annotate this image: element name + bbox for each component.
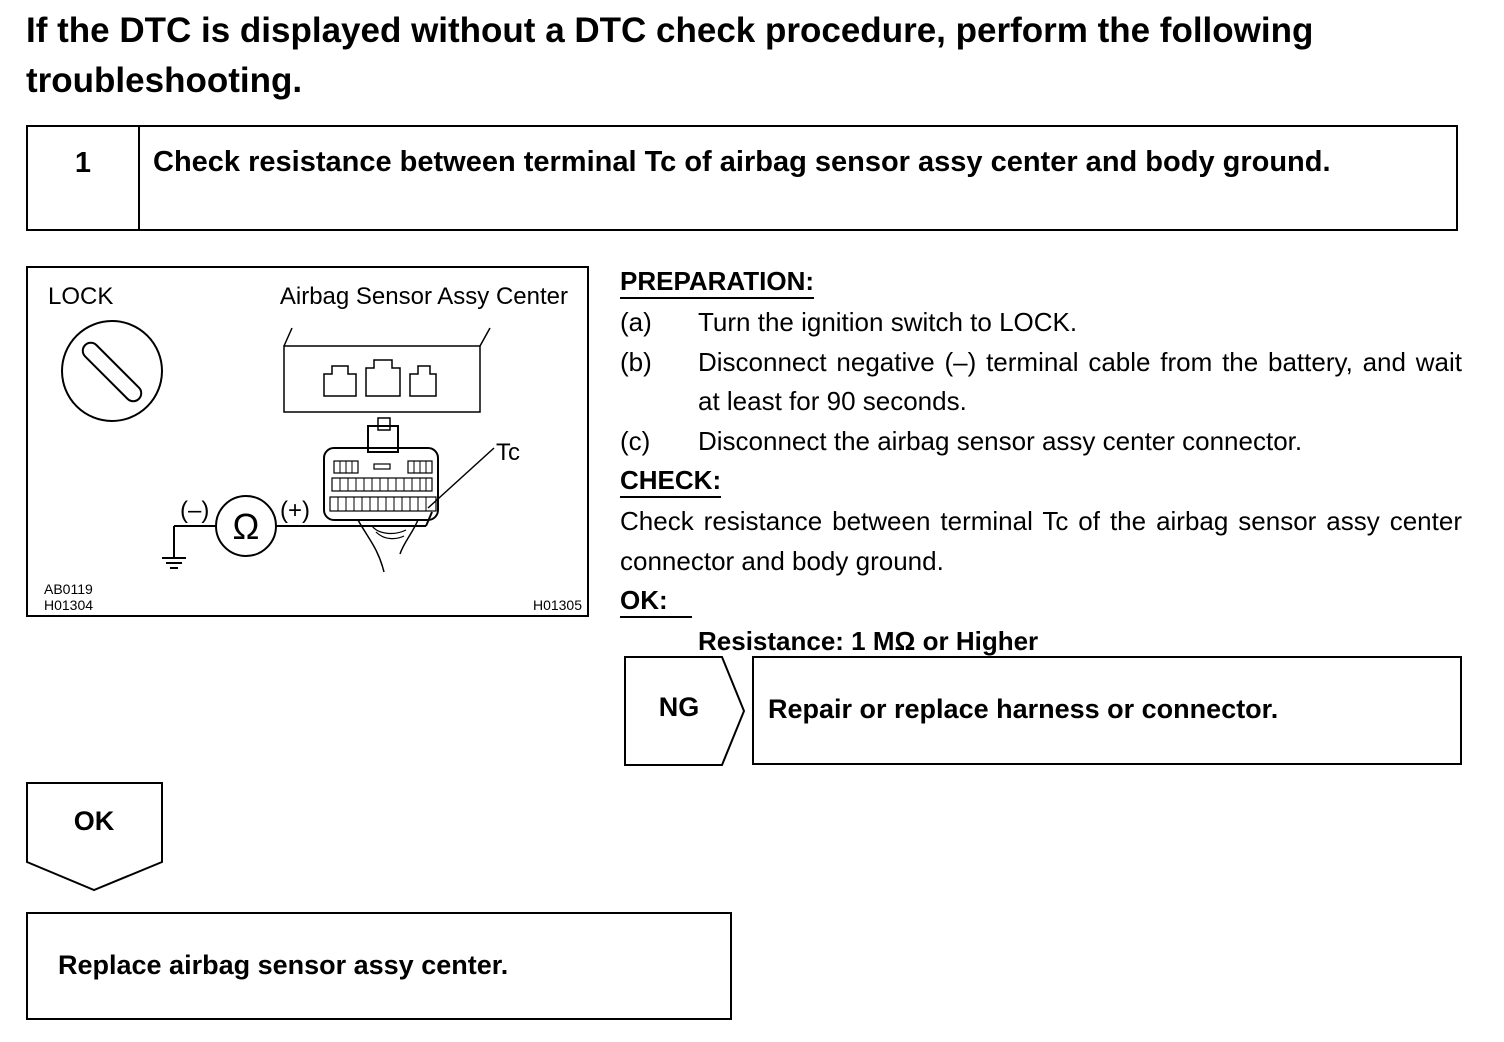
step-number: 1 — [28, 127, 140, 229]
step-header: 1 Check resistance between terminal Tc o… — [26, 125, 1458, 231]
item-label: (a) — [620, 307, 652, 337]
instructions: PREPARATION: (a) Turn the ignition switc… — [620, 262, 1462, 662]
item-label: (b) — [620, 346, 652, 377]
step-title: Check resistance between terminal Tc of … — [153, 146, 1331, 178]
ng-arrow-icon — [624, 656, 746, 766]
terminal-tc-label: Tc — [496, 439, 520, 466]
airbag-sensor-unit — [283, 327, 491, 413]
check-text: Check resistance between terminal Tc of … — [620, 506, 1462, 576]
ok-spec-value: Resistance: 1 MΩ or Higher — [698, 626, 1039, 656]
figure-code-3: H01305 — [533, 597, 582, 613]
ok-action-text: Replace airbag sensor assy center. — [58, 950, 509, 980]
ng-label: NG — [658, 692, 700, 722]
sensor-label: Airbag Sensor Assy Center — [280, 283, 568, 310]
figure-code-2: H01304 — [44, 597, 93, 613]
ground-symbol-icon — [162, 557, 186, 569]
check-heading: CHECK: — [620, 464, 722, 498]
sensor-connector — [323, 417, 439, 573]
item-text: Disconnect negative (–) terminal cable f… — [698, 346, 1462, 417]
item-label: (c) — [620, 425, 651, 456]
preparation-item-a: (a) Turn the ignition switch to LOCK. — [620, 303, 1462, 343]
ohmmeter-icon — [173, 495, 433, 558]
lock-label: LOCK — [48, 283, 113, 310]
preparation-item-b: (b) Disconnect negative (–) terminal cab… — [620, 343, 1462, 422]
positive-probe-label: (+) — [280, 497, 310, 524]
page-heading: If the DTC is displayed without a DTC ch… — [26, 11, 1314, 100]
wiring-figure: LOCK Airbag Sensor Assy Center Tc (–) (+… — [26, 266, 589, 617]
ng-action-box: Repair or replace harness or connector. — [752, 656, 1462, 765]
preparation-heading: PREPARATION: — [620, 265, 815, 299]
preparation-item-c: (c) Disconnect the airbag sensor assy ce… — [620, 422, 1462, 462]
ok-arrow-icon — [26, 782, 163, 892]
item-text: Turn the ignition switch to LOCK. — [698, 307, 1078, 337]
wiring-diagram: LOCK Airbag Sensor Assy Center Tc (–) (+… — [44, 283, 582, 613]
ohm-symbol: Ω — [233, 506, 260, 547]
figure-code-1: AB0119 — [44, 581, 93, 597]
item-text: Disconnect the airbag sensor assy center… — [698, 425, 1303, 456]
ok-label: OK — [73, 806, 115, 836]
negative-probe-label: (–) — [180, 497, 209, 524]
ok-spec-heading: OK: — [620, 584, 692, 618]
ng-action-text: Repair or replace harness or connector. — [768, 694, 1279, 724]
ignition-key-icon — [61, 320, 163, 422]
ok-action-box: Replace airbag sensor assy center. — [26, 912, 732, 1020]
